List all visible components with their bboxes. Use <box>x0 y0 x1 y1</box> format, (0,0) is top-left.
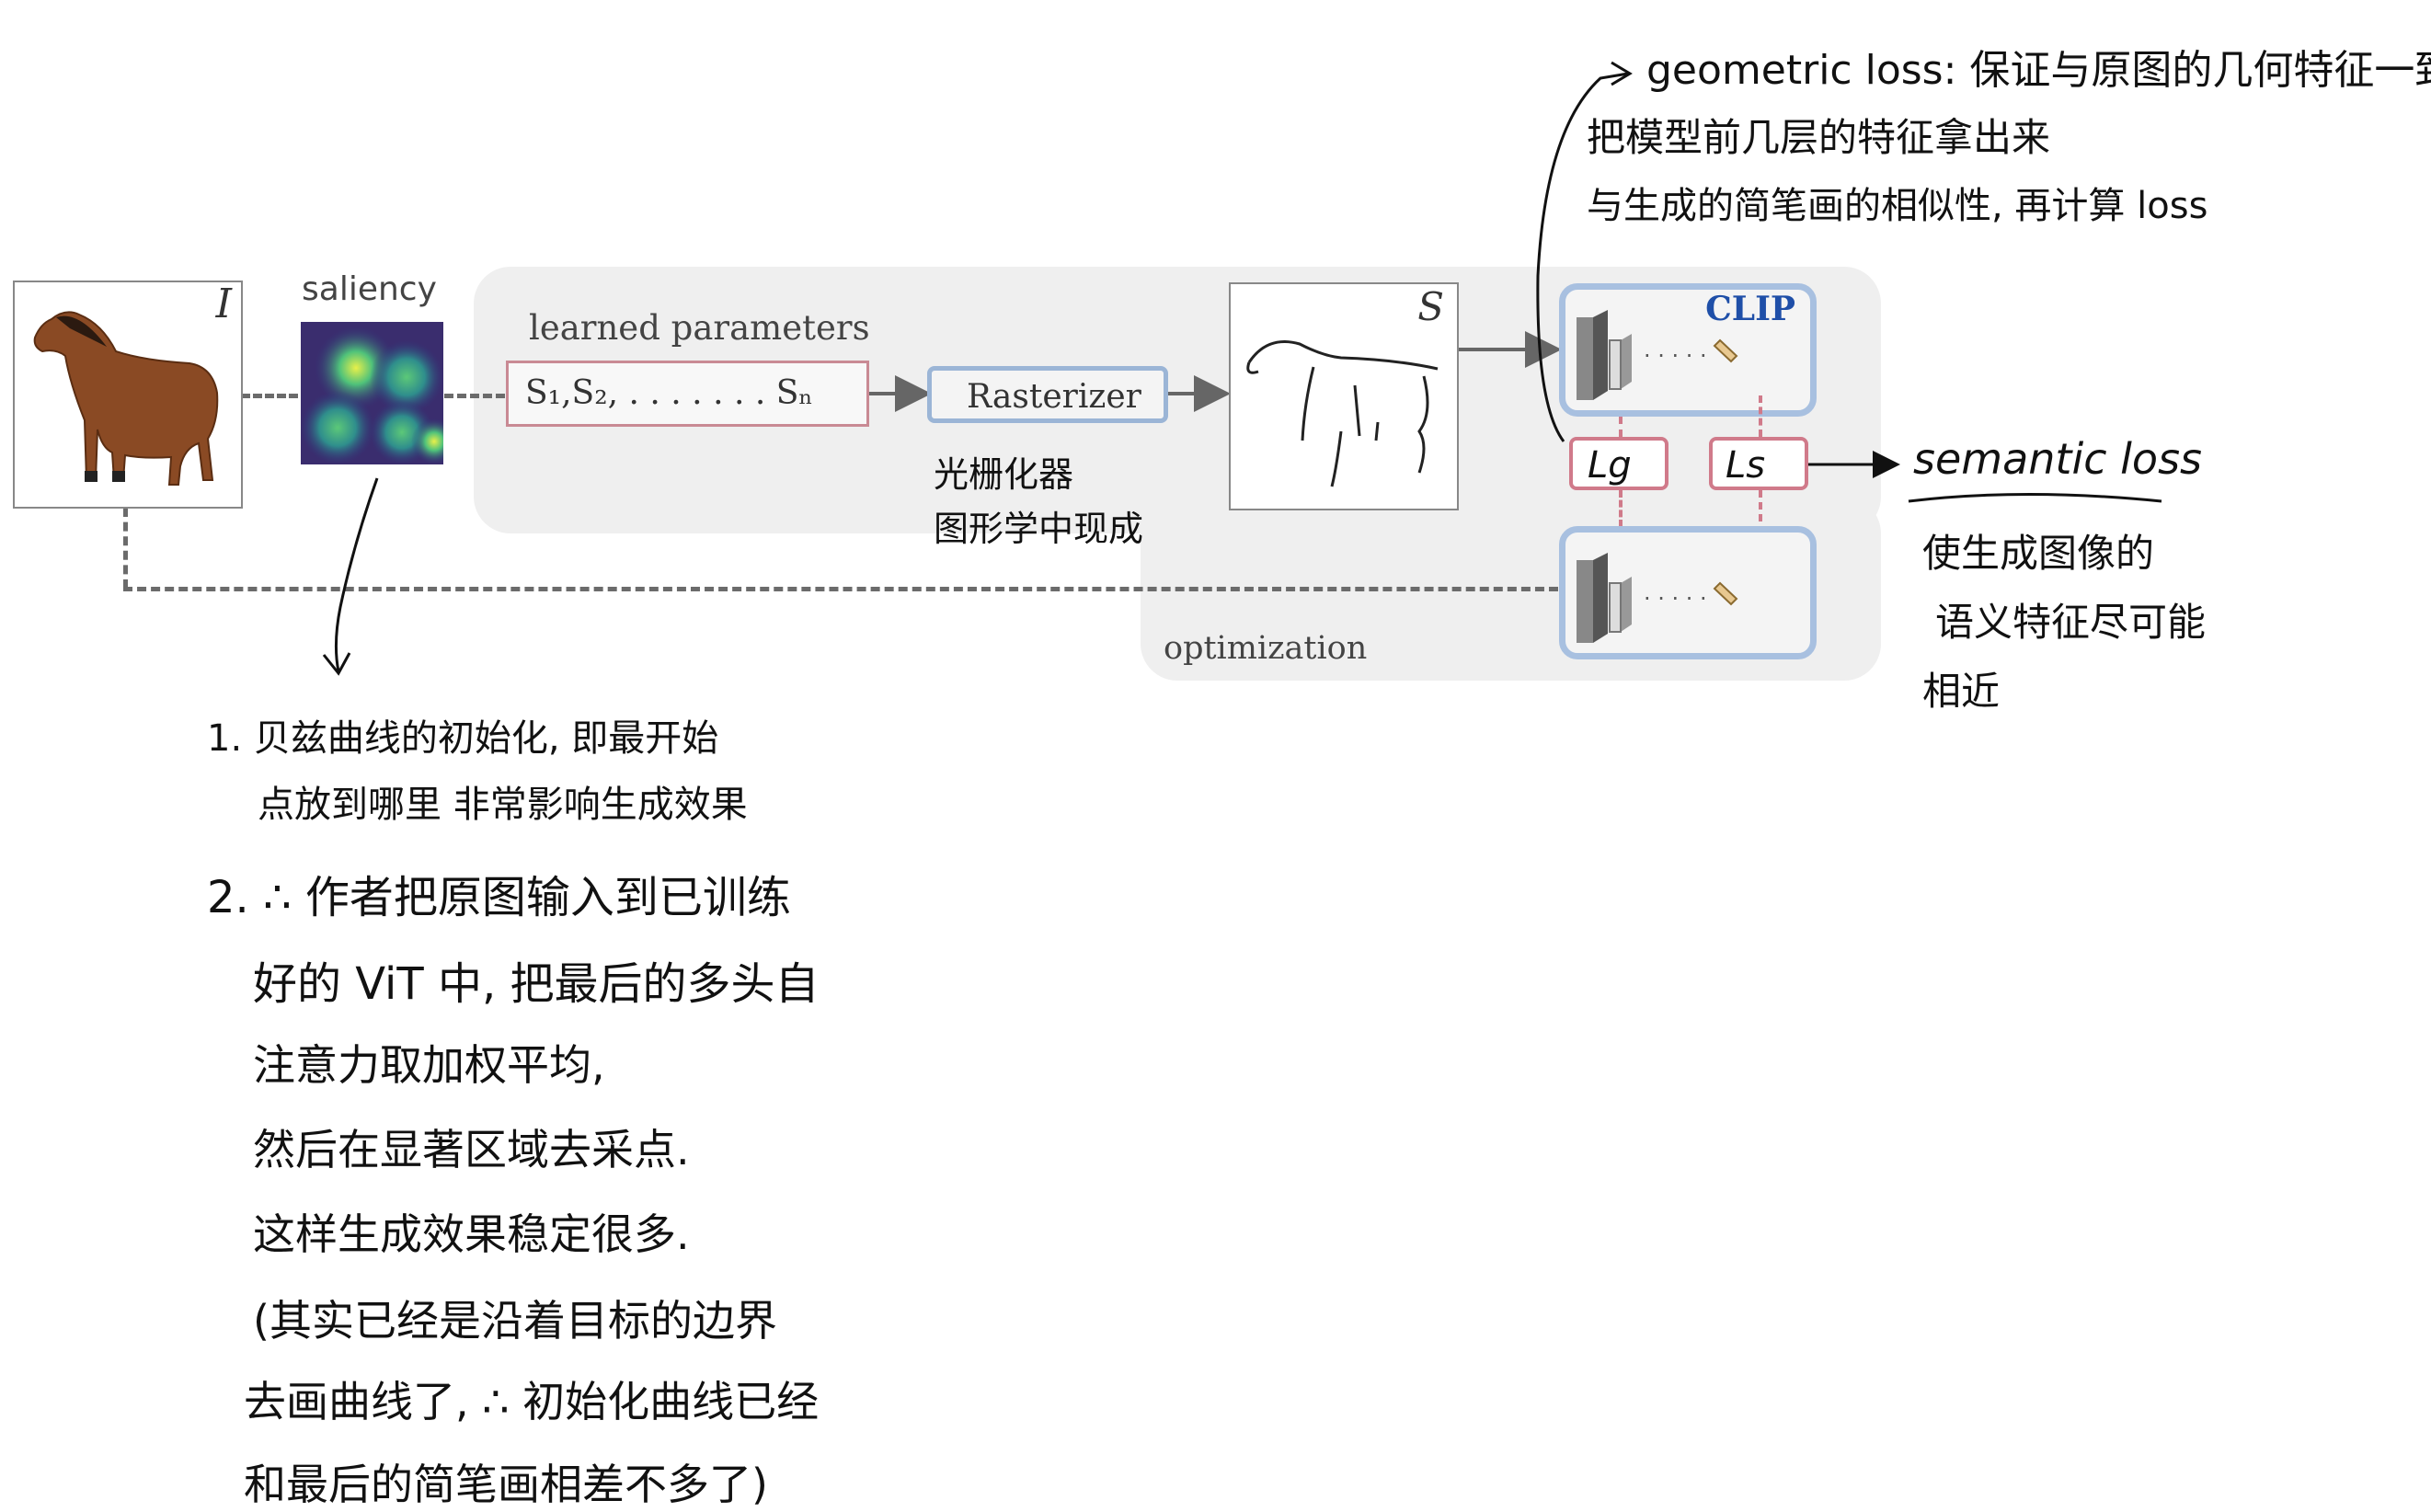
clip-encoder-top: CLIP · · · · · <box>1559 283 1817 417</box>
dash-lg-top <box>1619 417 1623 437</box>
learned-params-label: learned parameters <box>529 308 870 348</box>
loss-s-box: Ls <box>1709 437 1808 490</box>
optimization-label: optimization <box>1164 630 1368 667</box>
rasterizer-note: 光栅化器 图形学中现成 <box>934 446 1143 551</box>
loss-s-label: Ls <box>1726 444 1766 487</box>
params-box: S₁,S₂, . . . . . . . Sₙ <box>506 361 869 427</box>
main-notes: 1. 贝兹曲线的初始化, 即最开始 点放到哪里 非常影响生成效果 2. ∴ 作者… <box>207 708 819 1512</box>
rasterizer-note-line2: 图形学中现成 <box>934 509 1144 549</box>
semantic-note-line1: 使生成图像的 <box>1922 531 2155 576</box>
saliency-note-arrow <box>334 477 379 672</box>
dash-saliency-params <box>444 394 505 398</box>
sketch-image <box>1246 340 1439 487</box>
svg-text:· · · · ·: · · · · · <box>1644 343 1707 369</box>
rasterizer-note-line1: 光栅化器 <box>934 454 1074 495</box>
semantic-underline <box>1908 493 2162 503</box>
dash-image-down <box>123 508 128 589</box>
horse-image <box>33 311 219 486</box>
geometric-note: geometric loss: 保证与原图的几何特征一致 把模型前几层的特征拿出… <box>1587 37 2431 229</box>
main-note-line4: 好的 ViT 中, 把最后的多头自 <box>253 958 820 1010</box>
dash-image-saliency <box>241 394 298 398</box>
main-note-line8: (其实已经是沿着目标的边界 <box>253 1296 777 1346</box>
clip-layers-bottom: · · · · · <box>1577 553 1738 643</box>
rasterizer-label: Rasterizer <box>967 378 1141 416</box>
clip-encoder-bottom: · · · · · <box>1559 526 1817 659</box>
saliency-heatmap <box>301 322 443 464</box>
params-text: S₁,S₂, . . . . . . . Sₙ <box>525 374 813 412</box>
sketch-label: S <box>1417 284 1444 329</box>
main-note-line3: 2. ∴ 作者把原图输入到已训练 <box>207 872 791 923</box>
saliency-map <box>301 322 443 464</box>
main-note-line1: 1. 贝兹曲线的初始化, 即最开始 <box>207 717 719 760</box>
svg-text:· · · · ·: · · · · · <box>1644 586 1707 612</box>
dash-bottom-to-clip <box>123 587 1558 591</box>
clip-label: CLIP <box>1705 290 1795 328</box>
dash-lg-bottom <box>1619 490 1623 527</box>
main-note-line6: 然后在显著区域去采点. <box>253 1125 690 1174</box>
semantic-note: 使生成图像的 语义特征尽可能 相近 <box>1922 522 2206 716</box>
loss-g-box: Lg <box>1569 437 1668 490</box>
geometric-note-line3: 与生成的简笔画的相似性, 再计算 loss <box>1587 185 2208 227</box>
loss-g-label: Lg <box>1588 444 1632 487</box>
geometric-note-arrow <box>1536 72 1629 442</box>
main-note-line10: 和最后的简笔画相差不多了) <box>244 1460 768 1509</box>
geometric-note-line2: 把模型前几层的特征拿出来 <box>1587 115 2051 160</box>
semantic-title: semantic loss <box>1913 434 2203 484</box>
clip-layers-top: · · · · · <box>1577 310 1738 400</box>
saliency-label: saliency <box>302 270 437 308</box>
main-note-line5: 注意力取加权平均, <box>253 1040 605 1090</box>
sketch-frame: S <box>1229 282 1459 510</box>
main-note-line9: 去画曲线了, ∴ 初始化曲线已经 <box>244 1377 820 1426</box>
main-note-line2: 点放到哪里 非常影响生成效果 <box>258 784 748 826</box>
dash-ls-top <box>1759 395 1762 437</box>
semantic-note-line2: 语义特征尽可能 <box>1935 600 2207 645</box>
rasterizer-box: Rasterizer <box>927 366 1168 423</box>
geometric-note-line1: geometric loss: 保证与原图的几何特征一致 <box>1646 47 2431 94</box>
dash-ls-bottom <box>1759 490 1762 545</box>
main-note-line7: 这样生成效果稳定很多. <box>253 1209 690 1259</box>
input-label: I <box>215 281 232 327</box>
semantic-note-line3: 相近 <box>1922 669 2001 714</box>
input-image-frame: I <box>13 281 243 509</box>
